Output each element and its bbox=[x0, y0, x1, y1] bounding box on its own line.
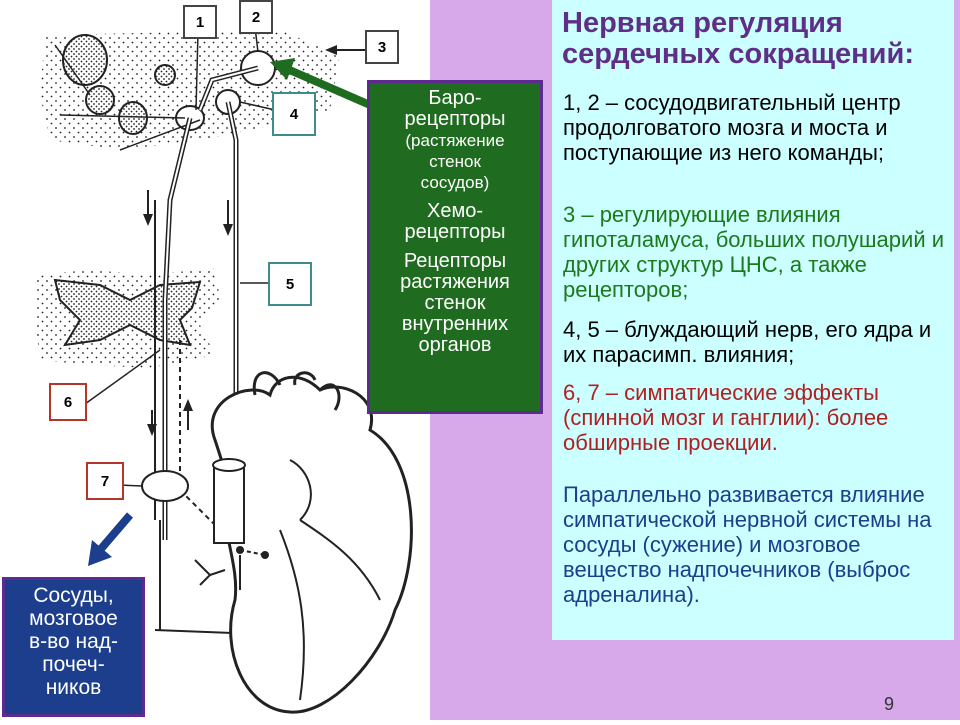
vessels-line-4: почеч- bbox=[42, 653, 105, 676]
label-4: 4 bbox=[272, 92, 316, 136]
baro-line-5: сосудов) bbox=[420, 173, 490, 192]
label-2-text: 2 bbox=[251, 8, 261, 26]
label-1-text: 1 bbox=[195, 13, 205, 31]
green-arrow bbox=[270, 58, 295, 80]
label-6-text: 6 bbox=[63, 393, 73, 411]
stretch-line-4: внутренних bbox=[401, 313, 509, 335]
chemo-line-2: рецепторы bbox=[404, 221, 506, 243]
slide-title: Нервная регуляция сердечных сокращений: bbox=[562, 7, 914, 70]
heart bbox=[210, 375, 413, 714]
item-1-2: 1, 2 – сосудодвигательный центр продолго… bbox=[563, 90, 901, 165]
stretch-line-3: стенок bbox=[424, 292, 486, 314]
baro-line-1: Баро- bbox=[428, 87, 482, 109]
stretch-line-5: органов bbox=[418, 334, 492, 356]
label-4-text: 4 bbox=[289, 105, 299, 123]
label-2: 2 bbox=[239, 0, 273, 34]
text-panel bbox=[552, 0, 954, 640]
chemo-line-1: Хемо- bbox=[427, 200, 483, 222]
label-3-text: 3 bbox=[377, 38, 387, 56]
aorta bbox=[213, 462, 245, 544]
nucleus bbox=[85, 85, 115, 115]
receptors-box: Баро- рецепторы (растяжение стенок сосуд… bbox=[367, 80, 543, 414]
vessels-line-5: ников bbox=[45, 676, 102, 699]
label-6: 6 bbox=[49, 383, 87, 421]
blue-arrow bbox=[88, 540, 112, 566]
stretch-line-1: Рецепторы bbox=[403, 250, 507, 272]
baro-line-4: стенок bbox=[429, 152, 481, 171]
label-7-text: 7 bbox=[100, 472, 110, 490]
item-3: 3 – регулирующие влияния гипоталамуса, б… bbox=[563, 202, 945, 302]
label-5-text: 5 bbox=[285, 275, 295, 293]
nucleus bbox=[62, 34, 108, 86]
item-4-5: 4, 5 – блуждающий нерв, его ядра и их па… bbox=[563, 317, 932, 367]
item-parallel: Параллельно развивается влияние симпатич… bbox=[563, 482, 932, 607]
label-5: 5 bbox=[268, 262, 312, 306]
vessels-line-1: Сосуды, bbox=[33, 584, 114, 607]
vessels-box: Сосуды, мозговое в-во над- почеч- ников bbox=[2, 577, 145, 717]
page-number: 9 bbox=[884, 694, 895, 714]
baro-line-2: рецепторы bbox=[404, 108, 506, 130]
nucleus bbox=[154, 64, 176, 86]
nervous-system-diagram bbox=[35, 26, 413, 714]
vessels-line-3: в-во над- bbox=[28, 630, 119, 653]
label-7: 7 bbox=[86, 462, 124, 500]
label-1: 1 bbox=[183, 5, 217, 39]
sympathetic-ganglion bbox=[141, 470, 189, 502]
nucleus bbox=[118, 101, 148, 135]
vessels-line-2: мозговое bbox=[29, 607, 118, 630]
baro-line-3: (растяжение bbox=[405, 131, 505, 150]
label-3: 3 bbox=[365, 30, 399, 64]
stretch-line-2: растяжения bbox=[400, 271, 510, 293]
item-6-7: 6, 7 – симпатические эффекты (спинной мо… bbox=[563, 380, 889, 455]
